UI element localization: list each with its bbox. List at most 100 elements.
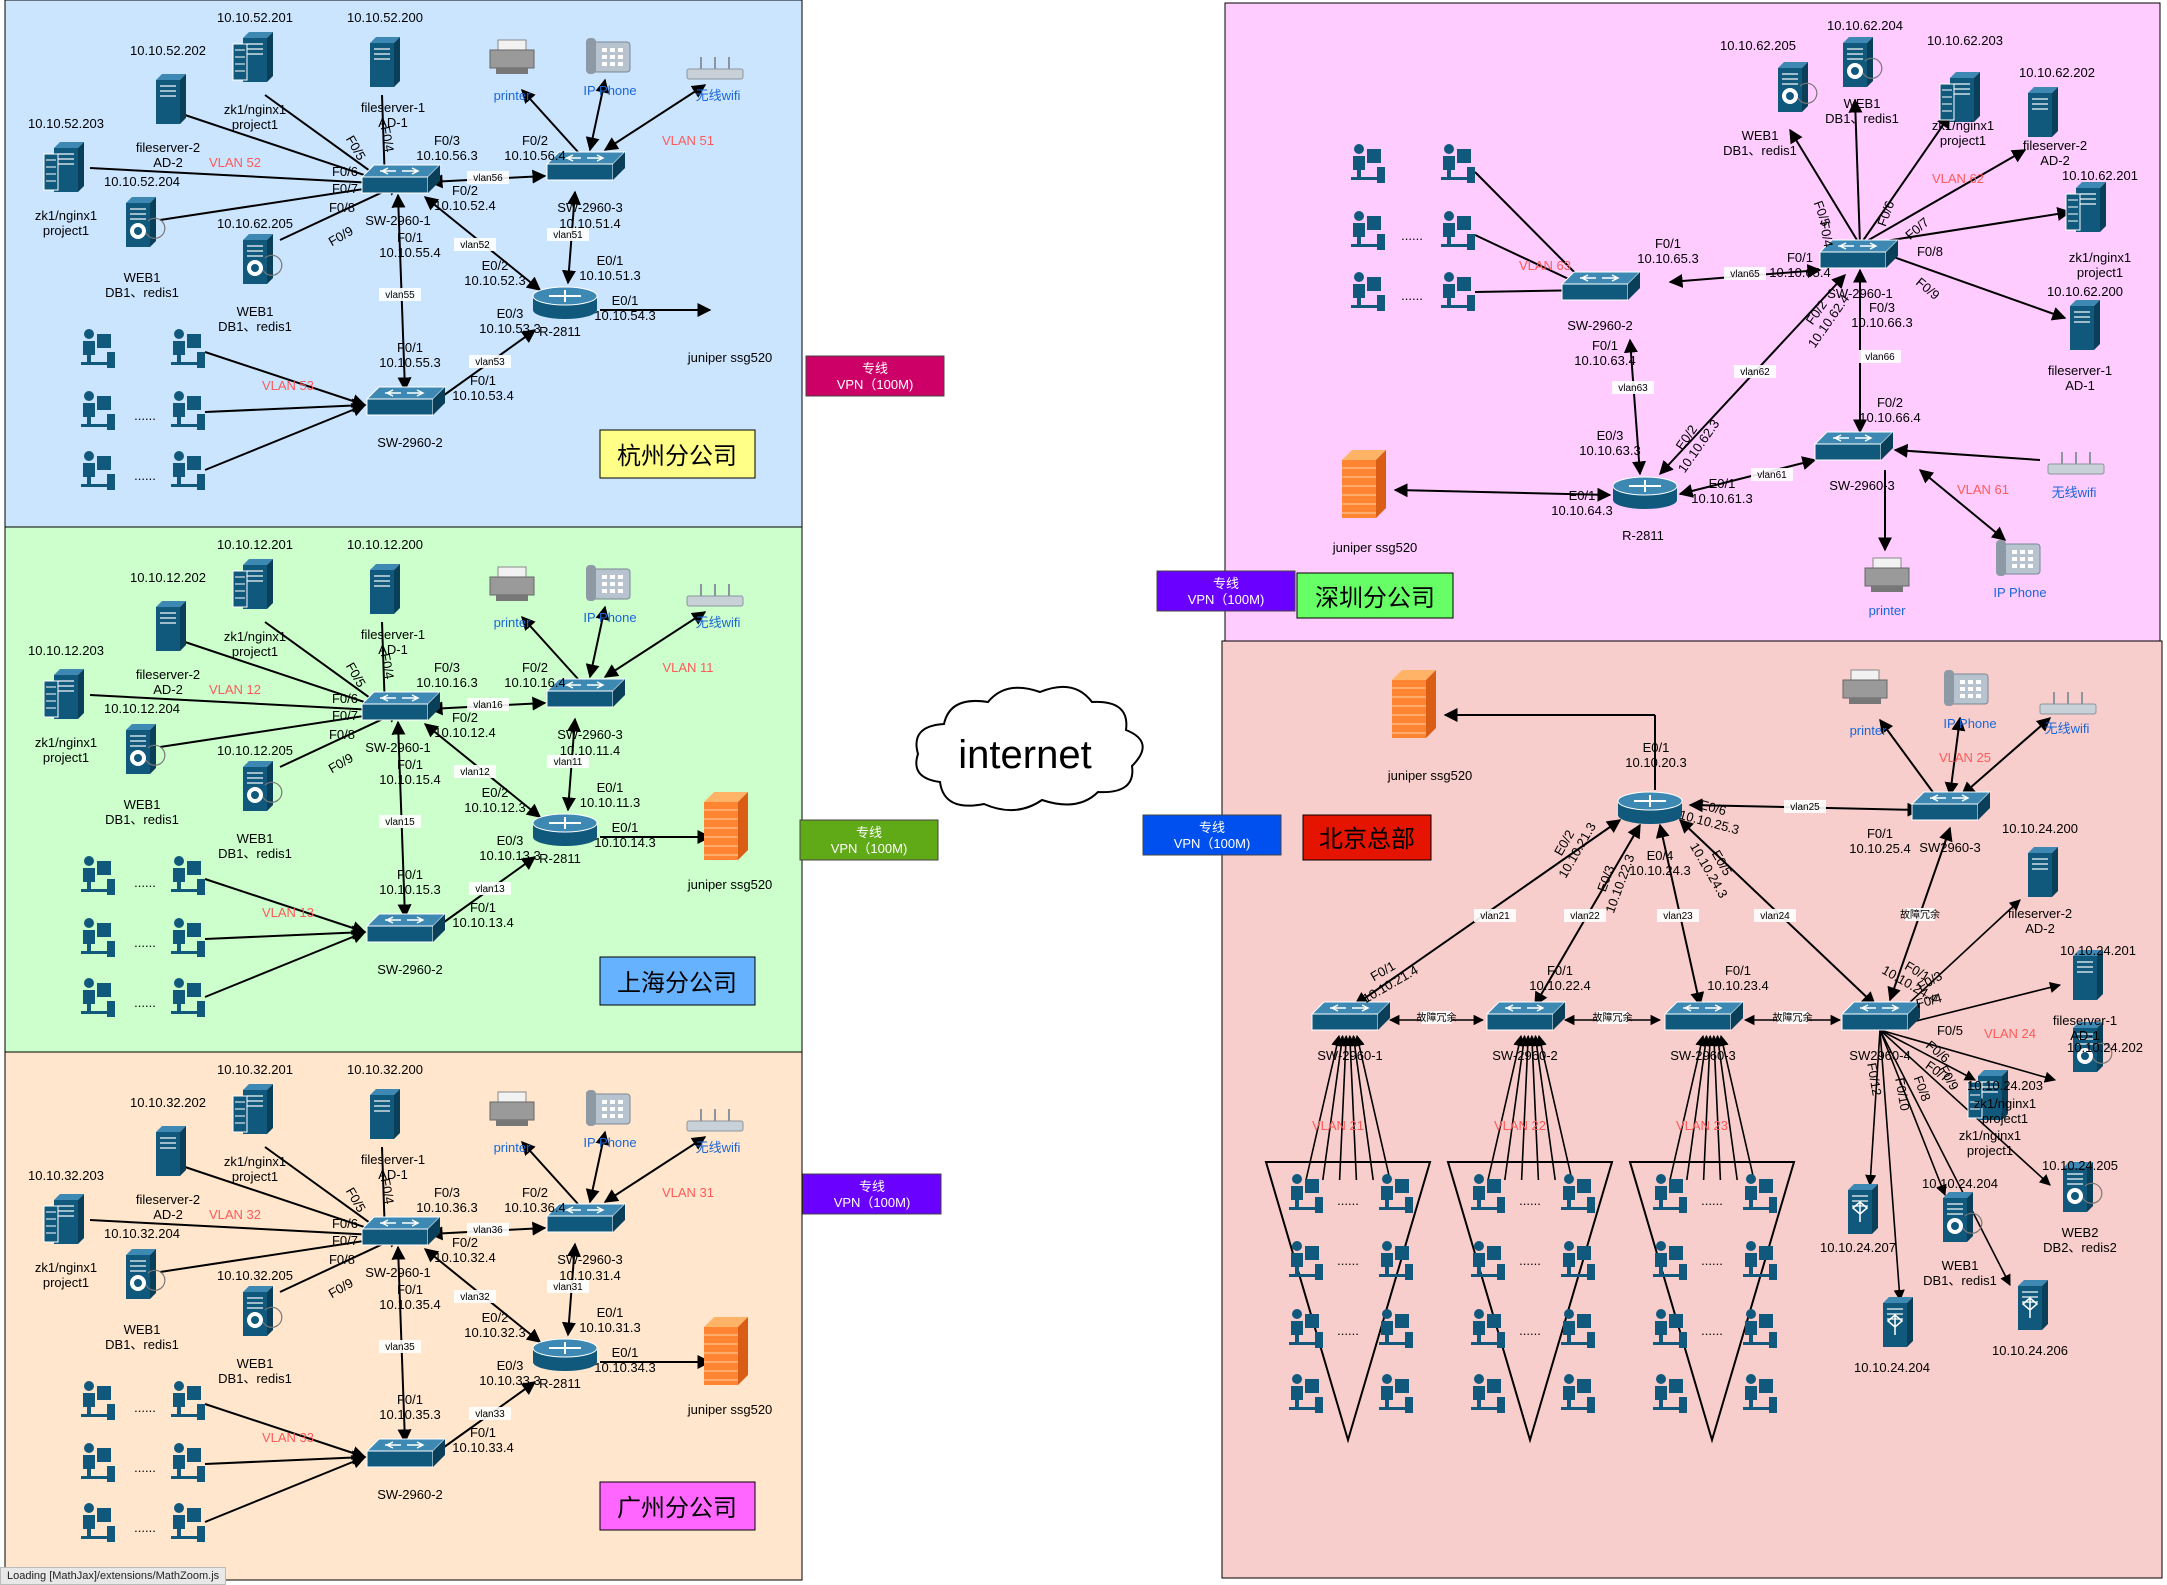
guangzhou-server-2[interactable] [232,1084,273,1134]
shanghai-router[interactable] [532,813,598,846]
shanghai-sw-2960-3[interactable] [545,678,627,708]
shanghai-server-2[interactable] [232,559,273,609]
beijing-server-10[interactable] [2018,1280,2048,1330]
guangzhou-server-link [264,1146,390,1237]
beijing-server-7[interactable] [1943,1192,1983,1242]
shanghai-sw-2960-2[interactable] [365,913,447,943]
shenzhen-server-1[interactable] [1778,62,1818,112]
shanghai-sw-2960-1[interactable] [360,691,442,721]
hangzhou-ip-phone[interactable] [586,38,631,74]
beijing-server-2[interactable] [2073,950,2103,1000]
guangzhou-sw-2960-1[interactable] [360,1216,442,1246]
shanghai-ip-phone[interactable] [586,565,631,601]
hangzhou-server-5[interactable] [126,197,166,247]
hangzhou-printer[interactable] [489,39,535,74]
shenzhen-sw-2960-3[interactable] [1813,431,1895,461]
guangzhou-server-1[interactable] [370,1089,400,1139]
shenzhen-link [1393,483,1612,502]
shenzhen-router[interactable] [1612,476,1678,509]
beijing-server-3[interactable] [2073,1022,2113,1072]
beijing-server-6[interactable] [2063,1162,2103,1212]
shenzhen-pc [1441,272,1475,311]
beijing-wifi[interactable] [2039,692,2097,715]
beijing-pc [1561,1374,1595,1413]
beijing-ip-phone[interactable] [1944,670,1989,706]
shanghai-wifi[interactable] [686,584,744,607]
beijing-sw-2960-3[interactable] [1910,791,1992,821]
guangzhou-firewall[interactable] [704,1317,748,1385]
shenzhen-link [1918,469,2007,541]
guangzhou-wifi[interactable] [686,1109,744,1132]
beijing-server-ip: 10.10.24.206 [1992,1343,2068,1358]
shenzhen-sw-2960-1[interactable] [1818,239,1900,269]
shanghai-server-5[interactable] [126,724,166,774]
shanghai-port: F0/8 [329,727,355,742]
hangzhou-server-6[interactable] [243,234,283,284]
shenzhen-server-4[interactable] [2028,87,2058,137]
beijing-pc-ellipsis: ...... [1337,1193,1359,1208]
shanghai-server-1[interactable] [370,564,400,614]
guangzhou-sw-2960-3[interactable] [545,1203,627,1233]
guangzhou-ip-phone[interactable] [586,1090,631,1126]
shenzhen-server-ip: 10.10.62.205 [1720,38,1796,53]
guangzhou-title-text: 广州分公司 [617,1495,737,1522]
hangzhou-server-2[interactable] [232,32,273,82]
shenzhen-link-vlan-text: vlan65 [1730,269,1760,280]
shenzhen-printer[interactable] [1864,557,1910,592]
shenzhen-wifi[interactable] [2047,452,2105,475]
guangzhou-printer[interactable] [489,1091,535,1126]
guangzhou-server-6[interactable] [243,1286,283,1336]
beijing-printer[interactable] [1842,669,1888,704]
hangzhou-server-4[interactable] [43,142,84,192]
shanghai-server-3[interactable] [156,601,186,651]
guangzhou-server-4[interactable] [43,1194,84,1244]
shenzhen-server-3[interactable] [1939,72,1980,122]
shanghai-server-6[interactable] [243,761,283,811]
hangzhou-link-vlan: vlan52 [454,238,496,251]
hangzhou-link-vlan-text: vlan51 [553,230,583,241]
beijing-sw-1[interactable] [1310,1001,1392,1031]
beijing-sw-3[interactable] [1663,1001,1745,1031]
guangzhou-pc-link [204,1455,367,1523]
hangzhou-pc [171,329,205,368]
shenzhen-server-5[interactable] [2065,182,2106,232]
shanghai-printer[interactable] [489,566,535,601]
guangzhou-server-ip: 10.10.32.200 [347,1062,423,1077]
hangzhou-server-1[interactable] [370,37,400,87]
beijing-firewall[interactable] [1392,670,1436,738]
beijing-server-8[interactable] [1848,1184,1878,1234]
shenzhen-sw-2960-2[interactable] [1560,271,1642,301]
guangzhou-sw2-label: SW-2960-2 [377,1487,443,1502]
guangzhou-link-vlan-text: vlan31 [553,1282,583,1293]
hangzhou-sw-2960-1[interactable] [360,164,442,194]
guangzhou-server-3[interactable] [156,1126,186,1176]
beijing-server-9[interactable] [1883,1297,1913,1347]
hangzhou-router[interactable] [532,286,598,319]
guangzhou-router[interactable] [532,1338,598,1371]
hangzhou-sw-2960-3[interactable] [545,151,627,181]
hangzhou-wifi[interactable] [686,57,744,80]
shanghai-server-4[interactable] [43,669,84,719]
shanghai-firewall[interactable] [704,792,748,860]
beijing-sw-2[interactable] [1485,1001,1567,1031]
hangzhou-server-3[interactable] [156,74,186,124]
shenzhen-server-2[interactable] [1843,37,1883,87]
shenzhen-sw1-label: SW-2960-1 [1827,286,1893,301]
shenzhen-server-6[interactable] [2070,300,2100,350]
beijing-server-1[interactable] [2028,847,2058,897]
shenzhen-firewall[interactable] [1342,450,1386,518]
hangzhou-sw-2960-2[interactable] [365,386,447,416]
beijing-server-4[interactable] [1967,1070,2008,1120]
shenzhen-sw3-label: SW-2960-3 [1829,478,1895,493]
guangzhou-sw-2960-2[interactable] [365,1438,447,1468]
shenzhen-ip-phone[interactable] [1996,540,2041,576]
guangzhou-server-5[interactable] [126,1249,166,1299]
beijing-sw-4[interactable] [1840,1001,1922,1031]
beijing-core-router[interactable] [1617,791,1683,824]
